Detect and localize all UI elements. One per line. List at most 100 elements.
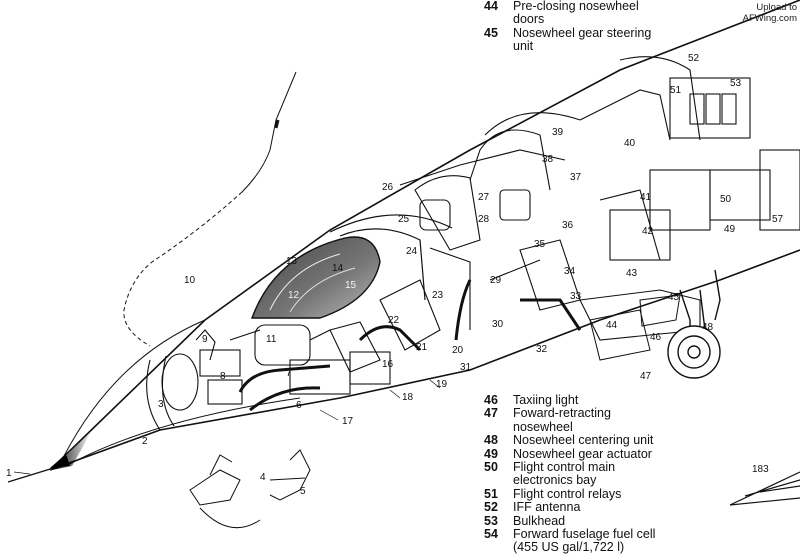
callout: 51 (670, 85, 682, 96)
callout: 11 (266, 334, 277, 345)
callout: 27 (478, 192, 490, 203)
detached-parts (189, 449, 311, 529)
callout: 37 (570, 172, 582, 183)
cut-panels (589, 294, 681, 361)
callout: 1 (6, 468, 12, 479)
legend-number: 44 (484, 0, 498, 13)
callout: 47 (640, 371, 652, 382)
legend-text: Pre-closing nosewheel (513, 0, 639, 13)
legend-entry: 53 Bulkhead (484, 513, 655, 528)
callout: 12 (288, 290, 300, 301)
legend-text: Nosewheel gear actuator (513, 446, 652, 461)
watermark-line-2: AFWing.com (742, 13, 797, 24)
callout: 35 (534, 239, 546, 250)
inset-wing (729, 471, 800, 506)
legend-text: nosewheel (513, 419, 573, 434)
callout: 38 (542, 154, 554, 165)
callout: 52 (688, 53, 700, 64)
legend-number: 50 (484, 460, 498, 475)
legend-entry: 52 IFF antenna (484, 500, 655, 515)
legend-text: Flight control relays (513, 486, 622, 501)
legend-entry: 54 Forward fuselage fuel cell(455 US gal… (484, 527, 656, 555)
legend-text: (455 US gal/1,722 l) (513, 540, 625, 555)
callout: 18 (402, 392, 414, 403)
legend-text: Nosewheel gear steering (513, 25, 652, 40)
callout: 50 (720, 194, 732, 205)
callout: 29 (490, 275, 502, 286)
legend-text: electronics bay (513, 473, 597, 488)
callout: 44 (606, 320, 618, 331)
callout: 46 (650, 332, 662, 343)
canopy (250, 214, 453, 319)
legend-number: 47 (484, 406, 498, 421)
legend-text: Bulkhead (513, 513, 566, 528)
radar-bay (146, 329, 243, 431)
callout: 4 (260, 472, 266, 483)
legend-entry: 51 Flight control relays (484, 486, 655, 501)
callout: 48 (702, 322, 714, 333)
callout: 14 (332, 263, 344, 274)
callout: 16 (382, 359, 394, 370)
callout: 26 (382, 182, 394, 193)
callout: 24 (406, 246, 418, 257)
legend-number: 52 (484, 500, 498, 515)
callout: 13 (286, 256, 298, 267)
callout: 183 (752, 464, 769, 475)
legend-text: Taxiing light (513, 393, 579, 407)
avionics-bays (489, 56, 800, 341)
legend-text: unit (513, 39, 534, 54)
callout: 6 (296, 400, 302, 411)
callout: 15 (345, 280, 357, 291)
legend-entry: 49 Nosewheel gear actuator (484, 446, 655, 461)
legend-text: Forward fuselage fuel cell (513, 527, 656, 542)
callout: 21 (416, 342, 428, 353)
legend-text: IFF antenna (513, 500, 581, 515)
callout: 10 (184, 275, 196, 286)
callout: 33 (570, 291, 582, 302)
callout-labels: 1 2 3 4 5 6 7 8 9 10 11 12 13 14 15 16 1… (6, 53, 784, 497)
legend-number: 53 (484, 513, 498, 528)
watermark-line-1: Upload to (756, 2, 797, 13)
callout: 23 (432, 290, 444, 301)
callout: 22 (388, 315, 400, 326)
cockpit-area (229, 112, 581, 395)
leader-lines (13, 379, 441, 475)
callout: 36 (562, 220, 574, 231)
callout: 28 (478, 214, 490, 225)
legend-text: Flight control main (513, 460, 616, 475)
nose-tip (50, 454, 70, 468)
callout: 41 (640, 192, 652, 203)
callout: 17 (342, 416, 354, 427)
callout: 45 (668, 292, 680, 303)
legend-number: 48 (484, 433, 498, 448)
watermark: Upload to AFWing.com (743, 2, 797, 24)
nose-gear (667, 269, 721, 379)
legend-text: Foward-retracting (513, 406, 611, 421)
callout: 43 (626, 268, 638, 279)
legend-number: 49 (484, 446, 498, 461)
callout: 34 (564, 266, 576, 277)
legend-text: doors (513, 12, 545, 27)
callout: 19 (436, 379, 448, 390)
legend-text: Nosewheel centering unit (513, 433, 654, 448)
callout: 20 (452, 345, 464, 356)
callout: 2 (142, 436, 148, 447)
callout: 25 (398, 214, 410, 225)
callout: 57 (772, 214, 784, 225)
callout: 53 (730, 78, 742, 89)
legend-number: 51 (484, 486, 498, 501)
legend-number: 46 (484, 393, 498, 407)
callout: 40 (624, 138, 636, 149)
ducting (238, 279, 582, 412)
callout: 31 (460, 362, 472, 373)
callout: 30 (492, 319, 504, 330)
callout: 7 (286, 368, 292, 379)
legend-number: 45 (484, 25, 498, 40)
legend-entry: 46 Taxiing light (484, 393, 655, 407)
